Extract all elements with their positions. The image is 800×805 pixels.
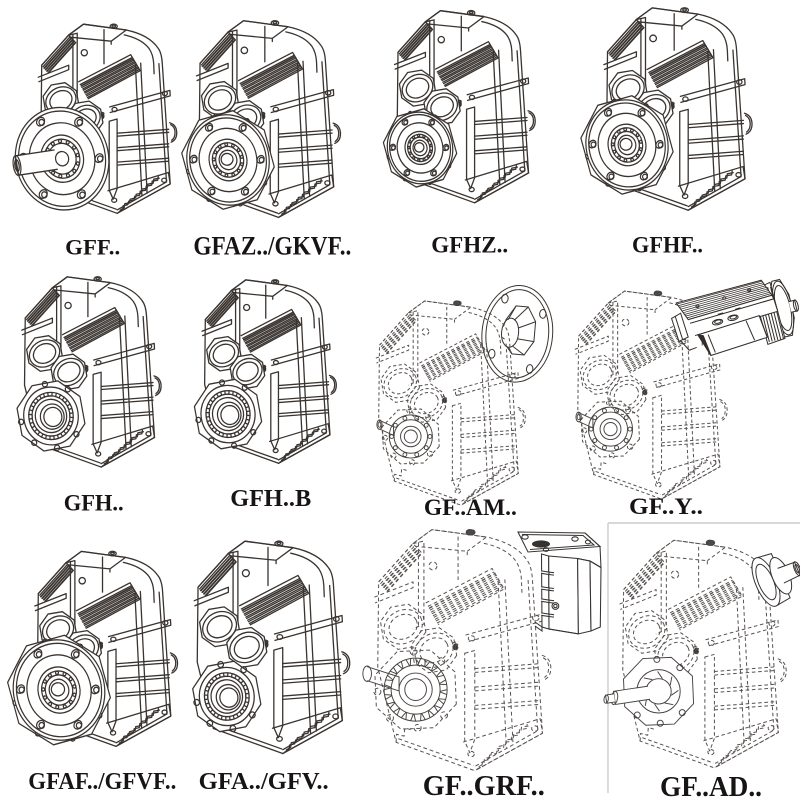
svg-text:GF..AM..: GF..AM..	[424, 495, 517, 521]
svg-text:GFHZ..: GFHZ..	[431, 233, 508, 259]
svg-text:GF..GRF..: GF..GRF..	[423, 770, 545, 800]
svg-text:GFH..: GFH..	[64, 491, 124, 517]
svg-text:GFF..: GFF..	[65, 235, 120, 260]
svg-text:GF..AD..: GF..AD..	[660, 771, 762, 800]
svg-text:GFH..B: GFH..B	[230, 485, 311, 512]
svg-text:GFAZ../GKVF..: GFAZ../GKVF..	[193, 231, 351, 260]
svg-text:GFA../GFV..: GFA../GFV..	[199, 768, 329, 795]
svg-text:GF..Y..: GF..Y..	[629, 494, 703, 520]
svg-text:GFHF..: GFHF..	[632, 233, 703, 259]
svg-text:GFAF../GFVF..: GFAF../GFVF..	[28, 768, 176, 795]
